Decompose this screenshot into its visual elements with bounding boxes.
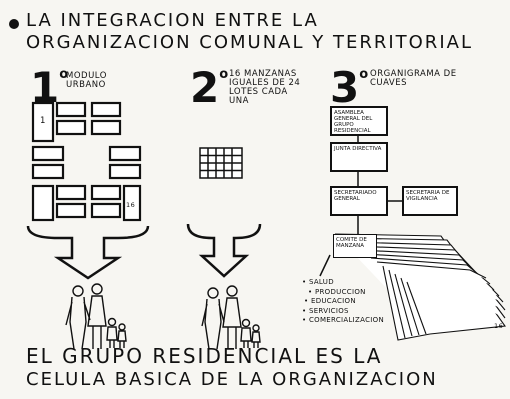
list-item: • SERVICIOS bbox=[302, 306, 349, 315]
list-item: • EDUCACION bbox=[304, 297, 356, 305]
module-marker-16: 16 bbox=[126, 201, 136, 209]
org-box-junta: JUNTA DIRECTIVA bbox=[330, 142, 388, 172]
comite-stack bbox=[334, 233, 506, 341]
section-2-ordinal: o bbox=[219, 67, 229, 82]
org-box-asamblea: ASAMBLEA GENERAL DEL GRUPO RESIDENCIAL bbox=[330, 106, 388, 136]
section-2-number: 2 bbox=[190, 63, 220, 112]
section-1-header: 1o bbox=[30, 67, 68, 109]
section-3-ordinal: o bbox=[359, 67, 369, 82]
section-1-number: 1 bbox=[30, 63, 60, 112]
manzana-grid bbox=[199, 147, 243, 179]
section-2-label: 16 MANZANAS IGUALES DE 24 LOTES CADA UNA bbox=[229, 69, 301, 106]
section-2-header: 2o bbox=[190, 67, 228, 109]
section-1-ordinal: o bbox=[59, 67, 69, 82]
section-3-label: ORGANIGRAMA DE CUAVES bbox=[370, 69, 457, 88]
committee-list: • SALUD • PRODUCCION • EDUCACION • SERVI… bbox=[302, 278, 384, 326]
bottom-line-1: EL GRUPO RESIDENCIAL ES LA bbox=[26, 344, 383, 368]
family-figures-1 bbox=[65, 283, 127, 350]
list-item: • SALUD bbox=[302, 278, 334, 286]
comite-count: 16 bbox=[494, 322, 504, 330]
section-1-label: MODULO URBANO bbox=[66, 71, 107, 90]
organigram-connectors bbox=[319, 135, 402, 277]
urban-module-blocks bbox=[31, 101, 142, 222]
section-3-number: 3 bbox=[330, 63, 360, 112]
funnel-arrow-1 bbox=[26, 225, 150, 280]
org-box-vigilancia: SECRETARIA DE VIGILANCIA bbox=[402, 186, 458, 216]
funnel-arrow-2 bbox=[186, 223, 262, 278]
list-item: • COMERCIALIZACION bbox=[302, 316, 385, 324]
module-marker-1: 1 bbox=[40, 116, 46, 126]
title-line-1: LA INTEGRACION ENTRE LA bbox=[26, 10, 319, 31]
list-item: • PRODUCCION bbox=[308, 287, 366, 296]
bottom-line-2: CELULA BASICA DE LA ORGANIZACION bbox=[26, 369, 438, 390]
title-bullet-icon bbox=[9, 19, 19, 29]
family-figures-2 bbox=[201, 285, 261, 350]
title-line-2: ORGANIZACION COMUNAL Y TERRITORIAL bbox=[26, 32, 473, 53]
section-3-header: 3o bbox=[330, 67, 368, 109]
org-box-comite: COMITE DE MANZANA bbox=[333, 234, 377, 258]
org-box-secretariado: SECRETARIADO GENERAL bbox=[330, 186, 388, 216]
